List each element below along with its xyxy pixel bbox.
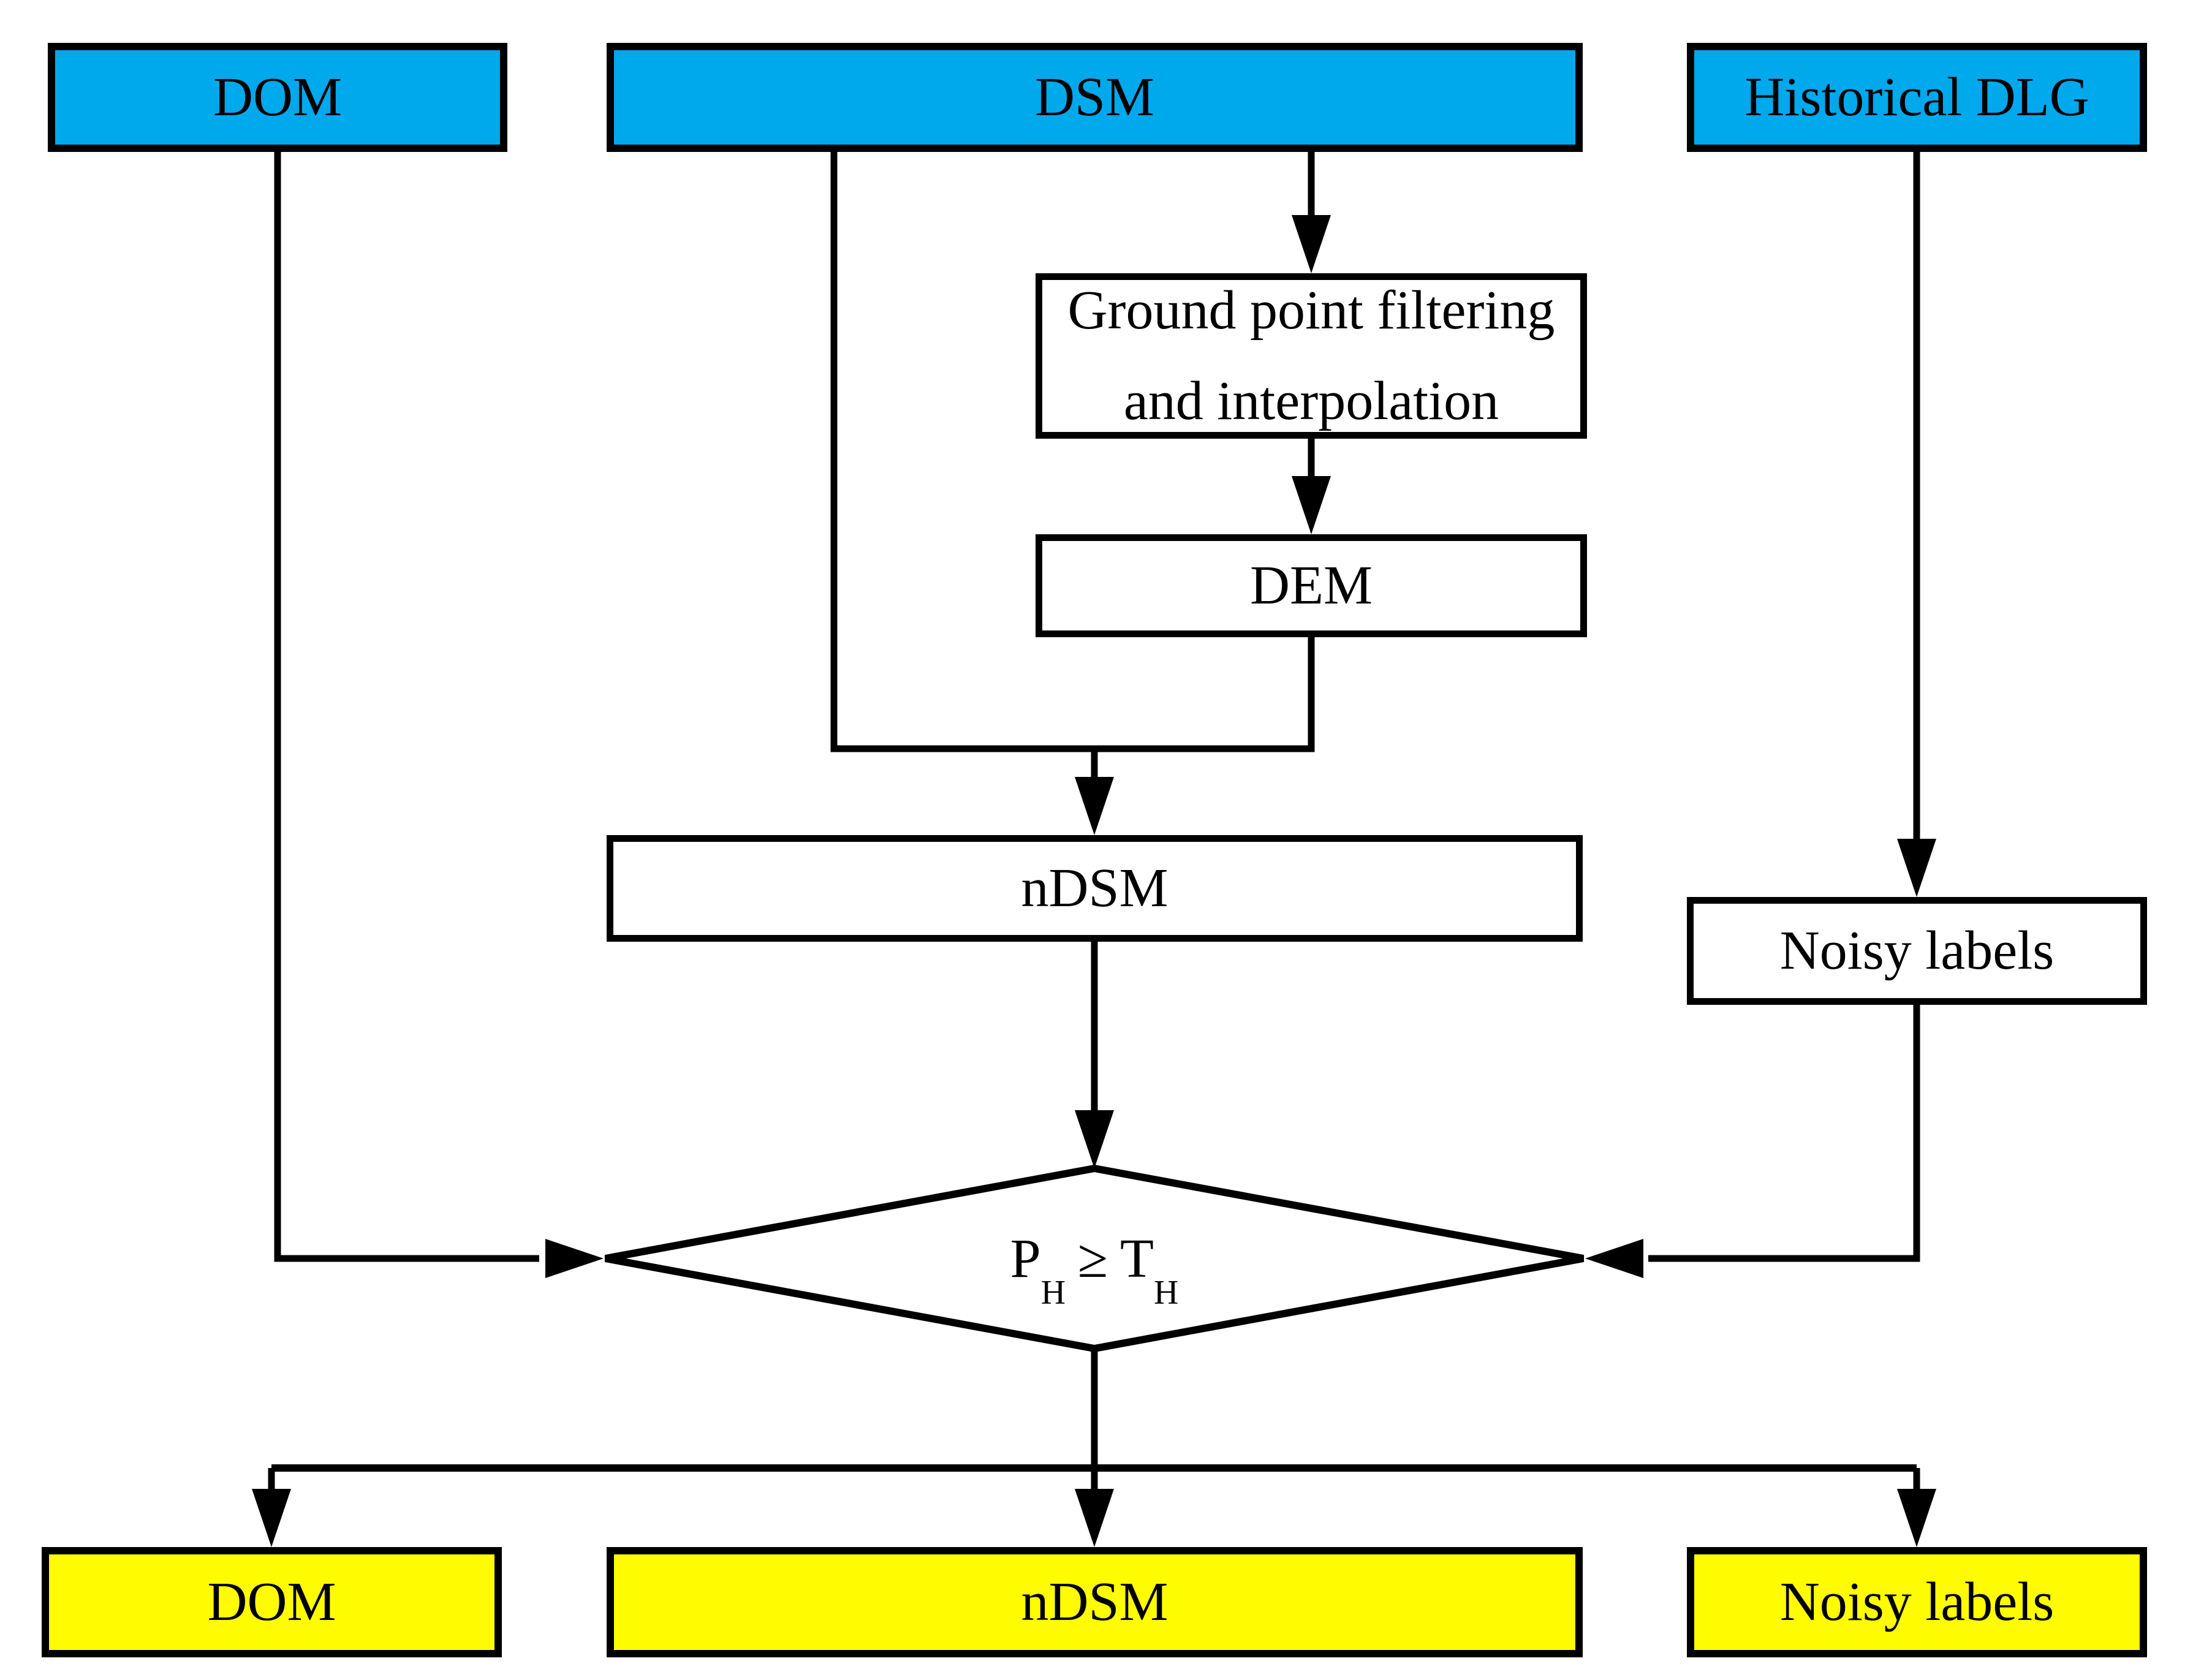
edge-noisy-to-decision	[1648, 1004, 1920, 1262]
node-noisy-labels-output-label: Noisy labels	[1779, 1572, 2055, 1633]
ground-filtering-line1: Ground point filtering	[1067, 279, 1555, 341]
edge-dsm-dem-merge	[830, 151, 1315, 752]
arrowhead-to-dom-out	[252, 1489, 291, 1547]
arrowhead-merge-to-ndsm	[1075, 777, 1114, 835]
decision-operator: ≥	[1077, 1228, 1108, 1289]
node-dom-input: DOM	[48, 43, 507, 152]
decision-lhs-sub: H	[1040, 1273, 1066, 1312]
node-ndsm-label: nDSM	[1021, 858, 1168, 919]
node-dsm: DSM	[607, 43, 1583, 152]
arrowhead-ndsm-to-decision	[1075, 1110, 1114, 1168]
node-dom-input-label: DOM	[213, 67, 342, 128]
arrowhead-filter-to-dem	[1292, 476, 1331, 534]
arrowhead-noisy-to-decision	[1585, 1239, 1643, 1278]
node-dem-label: DEM	[1250, 555, 1373, 616]
node-ground-filtering: Ground point filtering and interpolation	[1036, 273, 1587, 439]
node-noisy-labels-output: Noisy labels	[1687, 1547, 2147, 1657]
node-noisy-labels-label: Noisy labels	[1779, 920, 2055, 982]
node-noisy-labels: Noisy labels	[1687, 897, 2147, 1005]
node-dom-output-label: DOM	[207, 1572, 336, 1633]
arrowhead-to-ndsm-out	[1075, 1489, 1114, 1547]
arrowhead-to-noisy-out	[1897, 1489, 1936, 1547]
edge-dom-to-decision	[274, 152, 539, 1262]
arrowhead-dsm-to-filter	[1292, 215, 1331, 273]
arrowhead-dom-to-decision	[545, 1239, 604, 1278]
node-dem: DEM	[1036, 534, 1587, 637]
node-ndsm-output-label: nDSM	[1021, 1572, 1168, 1633]
arrowhead-dlg-to-noisy	[1897, 839, 1936, 897]
decision-rhs-sub: H	[1154, 1273, 1179, 1312]
ground-filtering-line2: and interpolation	[1123, 371, 1499, 431]
node-ground-filtering-label: Ground point filtering and interpolation	[1042, 265, 1580, 447]
node-historical-dlg: Historical DLG	[1687, 43, 2147, 152]
node-ndsm: nDSM	[607, 835, 1583, 942]
decision-diamond	[604, 1164, 1585, 1353]
node-dsm-label: DSM	[1034, 67, 1155, 128]
node-historical-dlg-label: Historical DLG	[1744, 67, 2089, 128]
decision-lhs: P	[1010, 1228, 1041, 1289]
node-ndsm-output: nDSM	[607, 1547, 1583, 1657]
node-dom-output: DOM	[42, 1547, 502, 1657]
decision-rhs: T	[1120, 1228, 1154, 1289]
